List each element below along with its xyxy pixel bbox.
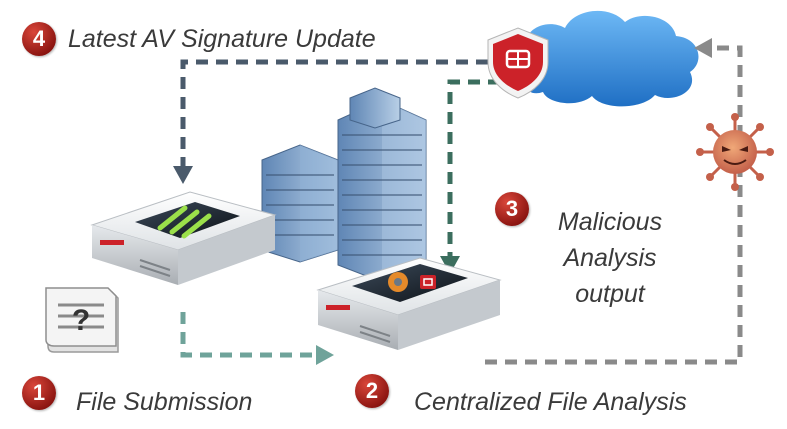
- fortinet-shield-icon: [487, 27, 549, 99]
- step-4-badge: 4: [22, 22, 56, 56]
- office-buildings-icon: [261, 87, 427, 283]
- step-2-label: Centralized File Analysis: [414, 388, 687, 416]
- arrow-signature-update: [173, 59, 488, 184]
- cloud-icon: [509, 10, 699, 107]
- step-3-badge: 3: [495, 192, 529, 226]
- step-1-label: File Submission: [76, 388, 253, 416]
- arrow-file-submission: [180, 312, 334, 365]
- step-3-line-3: output: [575, 280, 645, 308]
- step-3-label: Malicious Analysis output: [530, 204, 690, 312]
- fortimail-appliance-icon: [90, 191, 277, 285]
- arrow-to-analysis: [440, 79, 500, 274]
- fortisandbox-appliance-icon: [316, 257, 502, 350]
- step-1-badge: 1: [22, 376, 56, 410]
- arrow-to-cloud: [485, 38, 743, 365]
- step-3-line-2: Analysis: [563, 244, 657, 272]
- step-3-line-1: Malicious: [557, 208, 663, 236]
- virus-icon: [696, 113, 774, 191]
- question-document-icon: ?: [45, 287, 119, 353]
- step-2-badge: 2: [355, 374, 389, 408]
- step-4-label: Latest AV Signature Update: [68, 25, 376, 53]
- document-question-mark: ?: [72, 304, 90, 337]
